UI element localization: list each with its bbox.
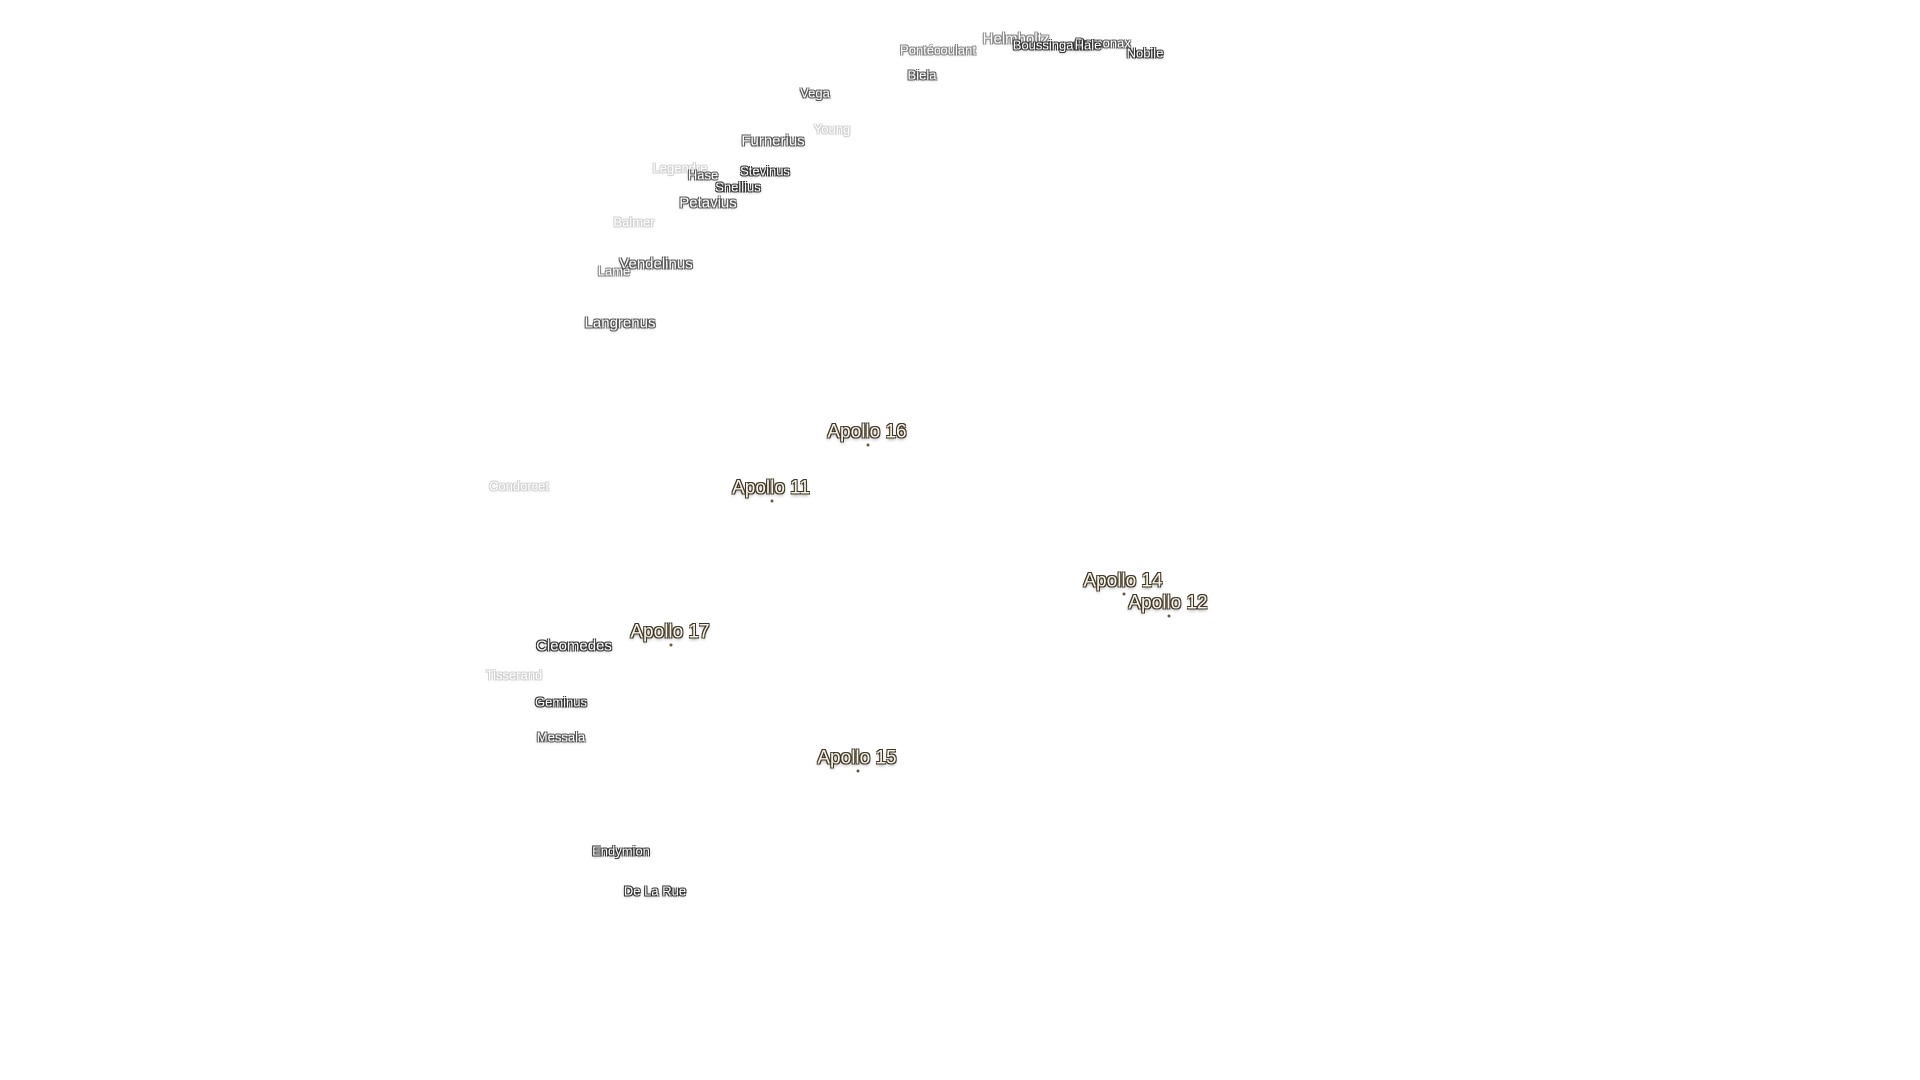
crater-label-tisserand[interactable]: Tisserand [485, 667, 543, 683]
crater-label-biela[interactable]: Biela [907, 67, 937, 83]
landing-site-label-apollo-17[interactable]: Apollo 17 [630, 621, 710, 643]
crater-label-young[interactable]: Young [813, 121, 851, 137]
crater-label-boussingault[interactable]: Boussingault [1012, 37, 1088, 53]
crater-label-condorcet[interactable]: Condorcet [489, 478, 549, 494]
landing-site-marker-apollo-11[interactable] [770, 499, 774, 503]
crater-label-stevinus[interactable]: Stevinus [740, 163, 790, 179]
crater-label-helmholtz[interactable]: Helmholtz [982, 30, 1050, 48]
landing-site-label-apollo-16[interactable]: Apollo 16 [827, 421, 907, 443]
crater-label-furnerius[interactable]: Furnerius [741, 132, 805, 150]
crater-label-endymion[interactable]: Endymion [592, 843, 650, 859]
crater-label-messala[interactable]: Messala [536, 729, 586, 745]
crater-label-demonax[interactable]: Demonax [1075, 35, 1131, 51]
crater-label-hase[interactable]: Hase [687, 167, 719, 183]
crater-label-cleomedes[interactable]: Cleomedes [536, 637, 612, 655]
crater-label-geminus[interactable]: Geminus [534, 694, 588, 710]
landing-site-marker-apollo-16[interactable] [866, 443, 870, 447]
landing-site-label-apollo-12[interactable]: Apollo 12 [1128, 592, 1208, 614]
crater-label-lame[interactable]: Lamé [597, 263, 631, 279]
crater-label-langrenus[interactable]: Langrenus [584, 314, 656, 332]
crater-label-hale[interactable]: Hale [1074, 37, 1102, 53]
landing-site-marker-apollo-15[interactable] [856, 769, 860, 773]
crater-label-legendre[interactable]: Legendre [652, 160, 708, 176]
crater-label-snellius[interactable]: Snellius [715, 179, 761, 195]
landing-site-marker-apollo-14[interactable] [1122, 592, 1126, 596]
crater-label-nobile[interactable]: Nobile [1126, 45, 1164, 61]
crater-label-de-la-rue[interactable]: De La Rue [623, 883, 687, 899]
landing-site-label-apollo-14[interactable]: Apollo 14 [1083, 570, 1163, 592]
crater-label-vega[interactable]: Vega [800, 85, 830, 101]
crater-label-pontecoulant[interactable]: Pontécoulant [900, 42, 976, 58]
landing-site-marker-apollo-12[interactable] [1167, 614, 1171, 618]
landing-site-marker-apollo-17[interactable] [669, 643, 673, 647]
crater-label-petavius[interactable]: Petavius [679, 194, 737, 212]
crater-label-balmer[interactable]: Balmer [613, 214, 655, 230]
landing-site-label-apollo-15[interactable]: Apollo 15 [817, 747, 897, 769]
crater-label-vendelinus[interactable]: Vendelinus [619, 255, 693, 273]
landing-site-label-apollo-11[interactable]: Apollo 11 [732, 477, 810, 499]
